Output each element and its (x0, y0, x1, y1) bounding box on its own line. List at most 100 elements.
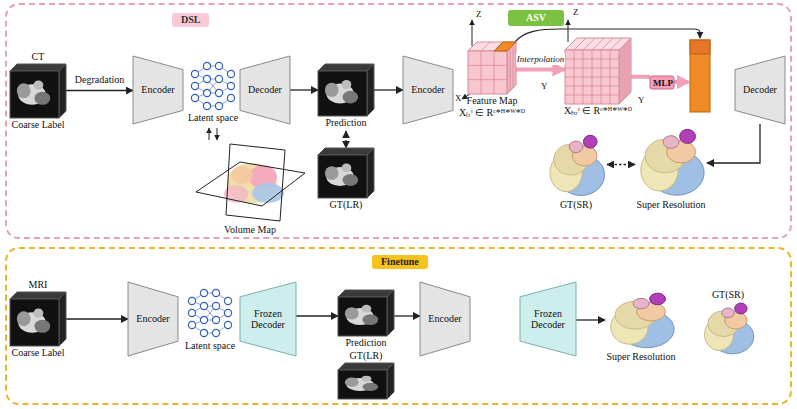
axis-label: Y (638, 94, 645, 106)
label-stack: Prediction (345, 337, 386, 349)
node-label: Encoder (136, 313, 169, 325)
figure-label: Volume Map (224, 224, 276, 236)
connector-arrow (290, 89, 318, 90)
node-label: Prediction (345, 337, 386, 349)
node-label: Decoder (743, 84, 777, 96)
label-stack: GT(LR) (330, 199, 363, 211)
enc-node: Encoder (420, 282, 470, 356)
connector-arrow (296, 315, 338, 316)
axis-label: X (455, 92, 462, 104)
connector-arrow (66, 90, 133, 91)
heart-node: Super Resolution (635, 128, 707, 198)
connector-arrow (516, 68, 565, 72)
dec-node: Decoder (735, 56, 785, 124)
node-label: Super Resolution (636, 199, 705, 211)
cube-node: GT(LR) (318, 148, 374, 198)
node-label: Finetune (372, 255, 428, 269)
label-stack: GT(SR) (712, 289, 744, 301)
node-label: Encoder (411, 84, 444, 96)
mlp-node: MLP (650, 76, 676, 89)
group-panel: FinetuneMRICoarse LabelEncoderFrozen Dec… (5, 247, 792, 405)
heart-node: GT(SR) (545, 134, 607, 198)
cube-shape (10, 292, 66, 346)
group-panel: DSLASVCTCoarse LabelEncoderDecoderPredic… (5, 3, 792, 239)
edge-label: Interpolation (516, 53, 566, 65)
cube-shape (10, 64, 66, 118)
node-label: MLP (653, 77, 673, 89)
latent-network-icon (191, 62, 234, 109)
heart-shape (635, 128, 707, 198)
node-label: Coarse Label (11, 347, 64, 359)
cube-shape (318, 148, 374, 198)
grid-node: Xₕᵣⁱ ∈ Rᶜ*ᴴ*ᵂ*ᴰ (565, 38, 631, 104)
fdec-node: Frozen Decoder (240, 282, 296, 356)
cube-node: Prediction (318, 64, 374, 116)
label-stack: Prediction (325, 117, 366, 129)
latent-network-icon (188, 289, 231, 336)
node-label: Frozen Decoder (523, 308, 573, 330)
enc-node: Encoder (128, 282, 178, 356)
tab-node: ASV (508, 10, 564, 26)
enc-node: Encoder (403, 56, 453, 124)
label-stack: Coarse Label (11, 347, 64, 359)
label-stack: Xₕᵣⁱ ∈ Rᶜ*ᴴ*ᵂ*ᴰ (564, 105, 632, 117)
connector-arrow (345, 131, 346, 148)
connector-arrow (576, 319, 605, 320)
label-stack: Super Resolution (636, 199, 705, 211)
cube-shape (338, 363, 394, 399)
dec-node: Decoder (240, 56, 290, 124)
node-label: GT(LR) (350, 350, 383, 362)
label-stack: MRI (29, 279, 48, 291)
label-stack: Feature MapXₗᵣⁱ ∈ Rᶜ*ᴴ*ᵂ*ᴰ (459, 95, 525, 119)
node-label: MRI (29, 279, 48, 291)
node-label: CT (32, 51, 45, 63)
grid-shape (565, 38, 631, 104)
heart-shape (605, 292, 677, 350)
node-label: DSL (172, 13, 209, 27)
fdec-node: Frozen Decoder (520, 282, 576, 356)
node-label: Xₕᵣⁱ ∈ Rᶜ*ᴴ*ᵂ*ᴰ (564, 105, 632, 117)
grid-node: Feature MapXₗᵣⁱ ∈ Rᶜ*ᴴ*ᵂ*ᴰ (468, 42, 516, 94)
node-label: GT(SR) (560, 199, 592, 211)
node-label: ASV (526, 12, 546, 24)
mlp-arrow (674, 80, 688, 84)
label-stack: CT (32, 51, 45, 63)
latent-volume-arrows (209, 128, 217, 140)
node-label: Super Resolution (606, 351, 675, 363)
node-label: Encoder (141, 84, 174, 96)
axis-label: Z (573, 6, 579, 18)
label-stack: GT(LR) (350, 350, 383, 362)
heart-shape (700, 302, 756, 356)
cube-node: MRICoarse Label (10, 292, 66, 346)
axis-label: Y (541, 80, 548, 92)
connector-arrow (394, 315, 420, 316)
edge-label: Degradation (74, 74, 125, 86)
heart-node: GT(SR) (700, 302, 756, 356)
axis-label: Z (476, 8, 482, 20)
label-stack: Super Resolution (606, 351, 675, 363)
connector-arrow (607, 164, 635, 165)
node-label: Feature Map (459, 95, 525, 107)
node-label: GT(LR) (330, 199, 363, 211)
label-stack: GT(SR) (560, 199, 592, 211)
node-label: Encoder (428, 313, 461, 325)
feature-vector-bar (690, 40, 710, 112)
node-label: Decoder (248, 84, 282, 96)
cube-node: GT(LR) (338, 363, 394, 399)
node-label: GT(SR) (712, 289, 744, 301)
label-stack: Coarse Label (11, 119, 64, 131)
figure-label: Latent space (188, 112, 238, 124)
node-label: Prediction (325, 117, 366, 129)
heart-shape (545, 134, 607, 198)
connector-arrow (66, 318, 128, 319)
connector-arrow (631, 75, 650, 79)
volume-map (196, 144, 305, 221)
cube-shape (338, 290, 394, 336)
feature-axes (462, 20, 568, 99)
connector-arrow (374, 89, 403, 90)
cube-node: CTCoarse Label (10, 64, 66, 118)
node-label: Coarse Label (11, 119, 64, 131)
node-label: Frozen Decoder (243, 308, 293, 330)
heart-node: Super Resolution (605, 292, 677, 350)
